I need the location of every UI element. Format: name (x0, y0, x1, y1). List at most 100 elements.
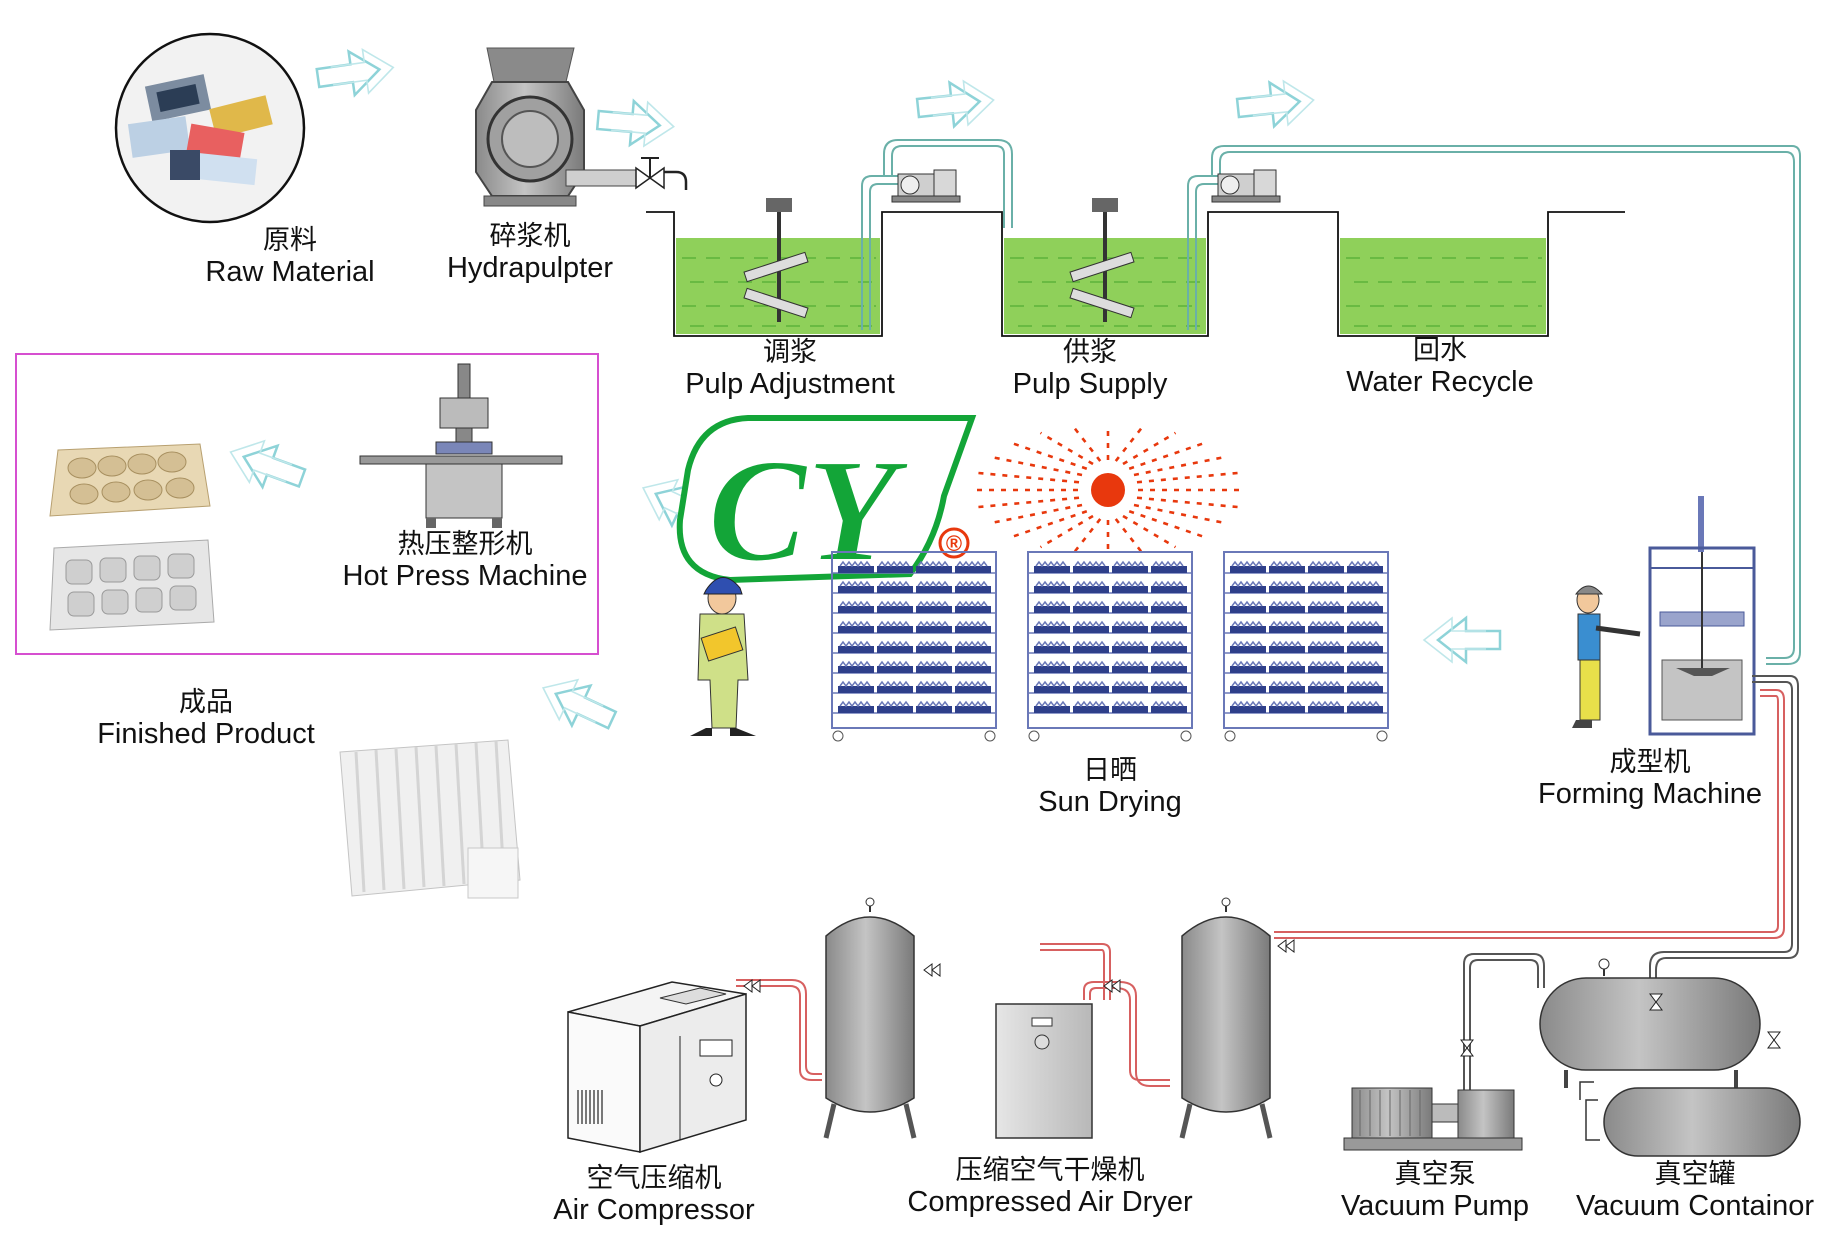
vacuum-pump-machine (1343, 1087, 1523, 1151)
sun-ray (1012, 442, 1088, 471)
sun-ray (990, 503, 1083, 525)
valve-icon (1767, 1031, 1781, 1049)
finished-product-zh: 成品 (179, 687, 233, 718)
sun-ray (1122, 514, 1177, 549)
sun-ray (1072, 518, 1102, 555)
air-compressor-en: Air Compressor (553, 1194, 755, 1227)
hydrapulper-machine (475, 47, 688, 207)
flow-arrow-icon (914, 76, 998, 132)
vacuum-pump-en: Vacuum Pump (1340, 1190, 1530, 1223)
logo-text: CY (708, 429, 909, 593)
finished-product-en: Finished Product (97, 718, 315, 751)
flow-arrow-icon (1234, 76, 1318, 132)
label-finished-product: 成品 Finished Product (96, 687, 316, 751)
sun-drying-en: Sun Drying (1038, 786, 1182, 819)
vacuum-lines (1463, 675, 1799, 1090)
forming-machine-zh: 成型机 (1609, 747, 1691, 778)
registered-mark: ® (946, 531, 962, 556)
vacuum-pump-zh: 真空泵 (1394, 1159, 1476, 1190)
sun-ray (1039, 431, 1094, 466)
valve-icon (635, 157, 665, 190)
raw-material-image (114, 32, 306, 224)
hot-press-zh: 热压整形机 (397, 529, 533, 560)
sun-ray (1136, 496, 1239, 509)
egg-tray-product (49, 443, 215, 631)
tank-outlines (646, 211, 1625, 337)
sun-ray (1128, 509, 1204, 538)
forming-machine-en: Forming Machine (1537, 778, 1763, 811)
label-raw-material: 原料 Raw Material (190, 225, 390, 289)
hydrapulpter-en: Hydrapulpter (446, 252, 614, 285)
cy-logo: CY ® (676, 415, 977, 594)
air-tank-1 (823, 897, 917, 1139)
sun-ray (1128, 442, 1204, 471)
flow-arrow-icon (313, 44, 398, 102)
sun-ray (1133, 503, 1226, 525)
valve-icon (1460, 1039, 1474, 1057)
agitator-icon (743, 198, 809, 322)
valve-icon (1277, 939, 1295, 953)
flow-arrow-icon (532, 666, 623, 742)
agitator-icon (1069, 198, 1135, 322)
valve-icon (923, 963, 941, 977)
sun-ray (1012, 509, 1088, 538)
flow-arrow-icon (1422, 616, 1502, 664)
sun-ray (977, 496, 1080, 509)
sun-ray (1122, 431, 1177, 466)
label-air-compressor: 空气压缩机 Air Compressor (534, 1163, 774, 1227)
label-water-recycle: 回水 Water Recycle (1330, 335, 1550, 399)
sun-ray (990, 455, 1083, 477)
pulp-supply-zh: 供浆 (1063, 337, 1117, 368)
label-hot-press: 热压整形机 Hot Press Machine (340, 529, 590, 593)
pulp-supply-en: Pulp Supply (1012, 368, 1168, 401)
pump-icon (1211, 169, 1281, 203)
sun-ray (1114, 425, 1144, 462)
air-dryer-machine (995, 1003, 1093, 1139)
hot-press-en: Hot Press Machine (342, 560, 588, 593)
pump-icon (891, 169, 961, 203)
water-recycle-tank (1340, 238, 1546, 334)
valve-icon (1649, 993, 1663, 1011)
sun-ray (1114, 518, 1144, 555)
sun-ray (1039, 514, 1094, 549)
finished-product-stack (339, 739, 521, 899)
air-dryer-en: Compressed Air Dryer (907, 1186, 1193, 1219)
flow-arrow-icon (594, 96, 677, 150)
label-sun-drying: 日晒 Sun Drying (1010, 755, 1210, 819)
sun-ray (1072, 425, 1102, 462)
sun-drying-zh: 日晒 (1083, 755, 1137, 786)
water-pipes (861, 139, 1801, 665)
worker-icon (1572, 585, 1641, 728)
sun-ray (1136, 471, 1239, 484)
air-compressor-zh: 空气压缩机 (586, 1163, 722, 1194)
drying-racks (831, 551, 1389, 742)
air-dryer-zh: 压缩空气干燥机 (955, 1155, 1145, 1186)
label-vacuum-container: 真空罐 Vacuum Containor (1570, 1159, 1820, 1223)
raw-material-en: Raw Material (205, 256, 375, 289)
pulp-supply-tank (1004, 198, 1206, 334)
water-recycle-zh: 回水 (1413, 335, 1467, 366)
air-tank-2 (1179, 897, 1273, 1139)
drying-rack (1223, 551, 1389, 742)
vacuum-container-en: Vacuum Containor (1575, 1190, 1815, 1223)
air-pipes (736, 689, 1785, 1087)
air-compressor-machine (567, 981, 747, 1154)
valve-icon (1103, 979, 1121, 993)
flow-arrow-icon (221, 430, 311, 500)
water-recycle-en: Water Recycle (1346, 366, 1534, 399)
pulp-adjustment-en: Pulp Adjustment (685, 368, 895, 401)
label-vacuum-pump: 真空泵 Vacuum Pump (1330, 1159, 1540, 1223)
sun-ray (977, 471, 1080, 484)
pulp-adjustment-tank (676, 198, 880, 334)
label-pulp-supply: 供浆 Pulp Supply (990, 337, 1190, 401)
vacuum-container (1539, 958, 1801, 1157)
hot-press-machine (359, 363, 563, 528)
label-hydrapulpter: 碎浆机 Hydrapulpter (430, 221, 630, 285)
drying-rack (1027, 551, 1193, 742)
vacuum-container-zh: 真空罐 (1654, 1159, 1736, 1190)
valve-icon (743, 979, 761, 993)
sun-icon (973, 424, 1243, 556)
pulp-adjustment-zh: 调浆 (763, 337, 817, 368)
